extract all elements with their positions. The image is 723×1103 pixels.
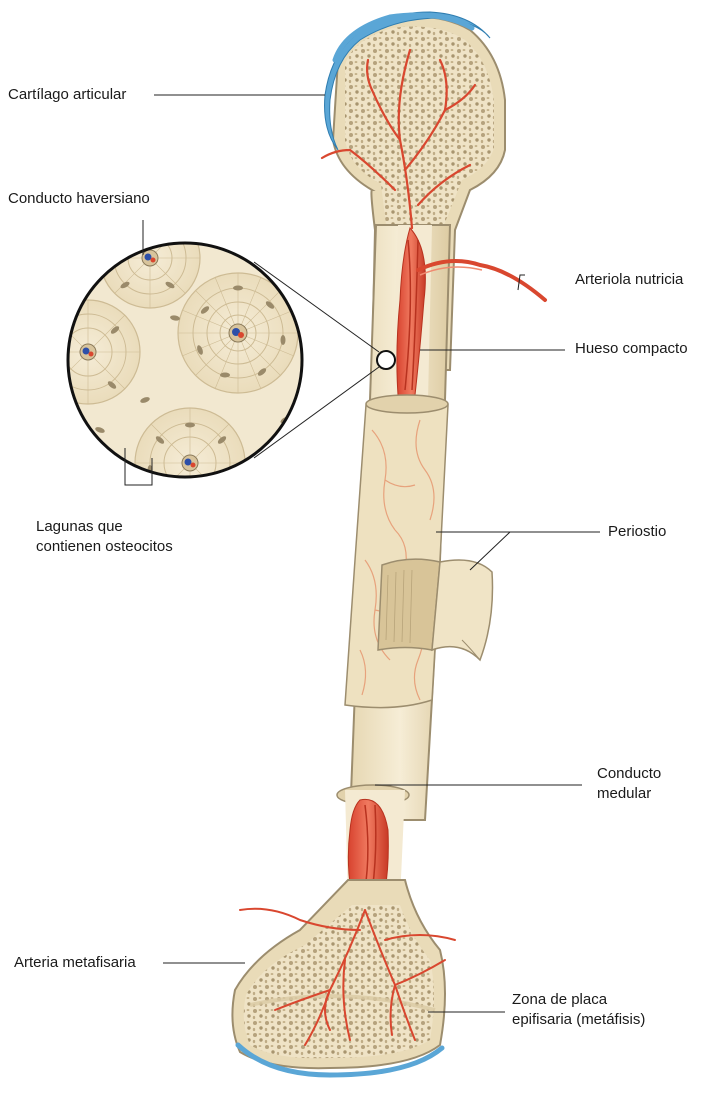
label-medullary-cavity: Conducto medular [597, 764, 661, 804]
label-epiphyseal-plate-zone: Zona de placa epifisaria (metáfisis) [512, 990, 645, 1030]
label-nutrient-arteriole: Arteriola nutricia [575, 270, 683, 290]
compact-bone-magnification [36, 208, 302, 518]
label-lacunae-line-2: contienen osteocitos [36, 537, 173, 557]
label-medullary-line-2: medular [597, 784, 661, 804]
periosteum-flap [378, 559, 493, 660]
label-metaphyseal-artery: Arteria metafisaria [14, 953, 136, 973]
label-lacunae: Lagunas que contienen osteocitos [36, 517, 173, 557]
label-epiphyseal-line-2: epifisaria (metáfisis) [512, 1010, 645, 1030]
label-lacunae-line-1: Lagunas que [36, 517, 173, 537]
label-compact-bone: Hueso compacto [575, 339, 688, 359]
label-haversian-canal: Conducto haversiano [8, 189, 150, 209]
label-periosteum: Periostio [608, 522, 666, 542]
periosteum-sleeve [345, 400, 448, 708]
magnification-marker [377, 351, 395, 369]
label-epiphyseal-line-1: Zona de placa [512, 990, 645, 1010]
label-articular-cartilage: Cartílago articular [8, 85, 126, 105]
label-medullary-line-1: Conducto [597, 764, 661, 784]
